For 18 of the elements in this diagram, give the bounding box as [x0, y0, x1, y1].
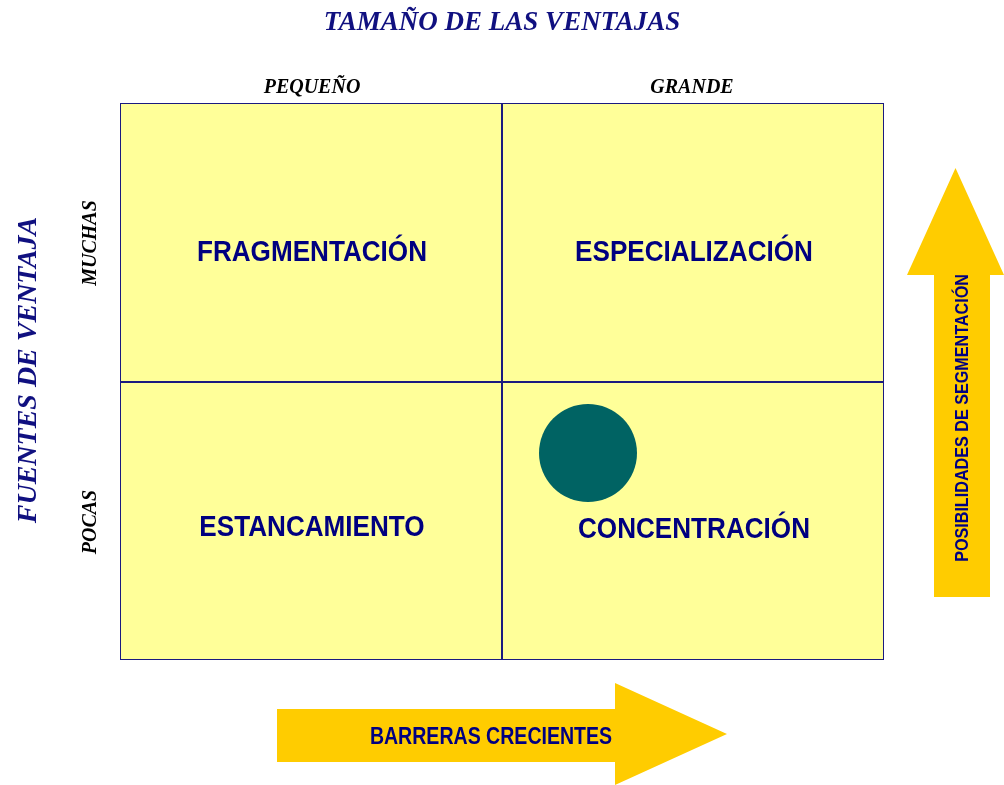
quadrant-label: ESPECIALIZACIÓN — [575, 234, 813, 268]
block-arrow — [907, 168, 1004, 597]
matrix-quadrant — [502, 103, 884, 382]
chart-title: TAMAÑO DE LAS VENTAJAS — [323, 6, 681, 37]
matrix-quadrant — [120, 382, 502, 660]
row-label: MUCHAS — [77, 200, 101, 286]
arrow-label: POSIBILIDADES DE SEGMENTACIÓN — [951, 274, 973, 562]
quadrant-label: ESTANCAMIENTO — [199, 509, 425, 543]
column-label: GRANDE — [650, 74, 734, 98]
arrow-label: BARRERAS CRECIENTES — [369, 722, 613, 750]
quadrant-label: FRAGMENTACIÓN — [197, 234, 427, 268]
quadrant-label: CONCENTRACIÓN — [578, 511, 810, 545]
dot-marker — [538, 403, 638, 503]
matrix-quadrant — [120, 103, 502, 382]
block-arrow — [277, 683, 727, 785]
axis-title: FUENTES DE VENTAJA — [11, 216, 43, 524]
row-label: POCAS — [77, 489, 101, 555]
matrix-quadrant — [502, 382, 884, 660]
